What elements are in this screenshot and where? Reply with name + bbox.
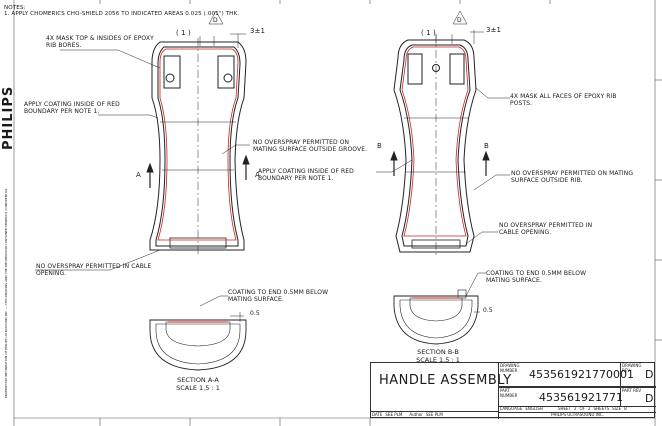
drawing-number: 453561921770001 [529, 368, 634, 381]
right-rev-flag: D [457, 17, 462, 24]
size: B [624, 406, 627, 411]
title-cell: HANDLE ASSEMBLY [371, 363, 511, 411]
part-number-cell: PART NUMBER 453561921771 [499, 387, 623, 407]
language-label: LANGUAGE [500, 406, 523, 411]
right-top-dims [435, 10, 484, 44]
right-overspray-cable: NO OVERSPRAY PERMITTED IN CABLE OPENING. [499, 222, 593, 236]
right-mask-note: 4X MASK ALL FACES OF EPOXY RIB POSTS. [510, 93, 617, 107]
date-label: DATE [372, 412, 383, 417]
right-leaders [376, 87, 510, 313]
notes-header: NOTES: [4, 5, 26, 11]
sheets-total: 2 [588, 406, 591, 411]
company: PHILIPS ULTRASOUND INC. [551, 412, 604, 417]
sheets-label: SHEETS [593, 406, 610, 411]
right-dim-05: 0.5 [483, 307, 493, 314]
note-1: 1. APPLY CHOMERICS CHO-SHIELD 2056 TO IN… [4, 11, 240, 17]
author: SEE PLM [425, 412, 443, 417]
left-section-scale: SCALE 1.5 : 1 [176, 384, 220, 392]
drawing-title: HANDLE ASSEMBLY [379, 373, 512, 388]
author-label: Author [409, 412, 423, 417]
left-dim-tol: 3±1 [250, 27, 266, 35]
right-section-title: SECTION B-B [417, 348, 459, 356]
left-top-dims [199, 10, 246, 48]
part-number: 453561921771 [539, 391, 623, 404]
right-red-boundary [401, 46, 469, 237]
date: SEE PLM [385, 412, 403, 417]
right-dim-tol: 3±1 [486, 26, 502, 34]
right-handle-outline [390, 34, 490, 258]
size-label: SIZE [612, 406, 622, 411]
language: ENGLISH [525, 406, 543, 411]
right-dim-ref: ( 1 ) [421, 29, 436, 37]
left-red-boundary [157, 48, 239, 241]
right-overspray-rib: NO OVERSPRAY PERMITTED ON MATING SURFACE… [511, 170, 634, 184]
part-number-label: PART NUMBER [500, 388, 518, 398]
right-coat-note: APPLY COATING INSIDE OF RED BOUNDARY PER… [258, 168, 354, 182]
sheet-label: SHEET [557, 406, 571, 411]
part-rev-cell: PART REV D [621, 387, 656, 407]
of-label: OF [579, 406, 585, 411]
sheet-sidebar: PHILIPS PROPRIETARY INFORMATION OF PHILI… [1, 0, 16, 426]
left-dim-05: 0.5 [250, 310, 260, 317]
legal-text: PROPRIETARY INFORMATION OF PHILIPS ULTRA… [4, 188, 8, 398]
info-row: LANGUAGE ENGLISH SHEET 2 OF 2 SHEETS SIZ… [499, 406, 656, 413]
left-section-mark-left: A [136, 171, 141, 179]
left-rev-flag: D [213, 17, 218, 24]
right-section-mark-right: B [484, 142, 489, 150]
left-dim-ref: ( 1 ) [176, 29, 191, 37]
date-author-row: DATE SEE PLM Author SEE PLM [371, 411, 499, 419]
drawing-rev-cell: DRAWING REV D [621, 363, 656, 387]
sheet: 2 [574, 406, 577, 411]
left-section-title: SECTION A-A [177, 376, 219, 384]
left-section-mark-right: A [255, 171, 260, 179]
left-handle-outline [146, 38, 250, 256]
drawing-rev-label: DRAWING REV [622, 363, 642, 373]
part-rev-label: PART REV [622, 388, 642, 393]
sheet-border [13, 0, 662, 426]
left-overspray-groove: NO OVERSPRAY PERMITTED ON MATING SURFACE… [253, 139, 368, 153]
left-coat-end: COATING TO END 0.5MM BELOW MATING SURFAC… [228, 289, 329, 303]
right-coat-end: COATING TO END 0.5MM BELOW MATING SURFAC… [486, 270, 587, 284]
part-rev: D [645, 392, 654, 405]
company-row: PHILIPS ULTRASOUND INC. [499, 412, 656, 419]
drawing-rev: D [645, 368, 654, 381]
section-aa-drawing [149, 312, 247, 371]
title-block: HANDLE ASSEMBLY DRAWING NUMBER 453561921… [370, 362, 656, 419]
left-mask-note: 4X MASK TOP & INSIDES OF EPOXY RIB BORES… [46, 35, 154, 49]
left-coat-note: APPLY COATING INSIDE OF RED BOUNDARY PER… [24, 101, 120, 115]
left-leaders [35, 49, 250, 307]
section-bb-drawing [393, 289, 479, 345]
drawing-number-label: DRAWING NUMBER [500, 363, 520, 373]
right-section-scale: SCALE 1.5 : 1 [416, 356, 460, 364]
left-overspray-cable: NO OVERSPRAY PERMITTED IN CABLE OPENING. [36, 263, 152, 277]
right-section-mark-left: B [377, 142, 382, 150]
drawing-number-cell: DRAWING NUMBER 453561921770001 [499, 363, 634, 387]
